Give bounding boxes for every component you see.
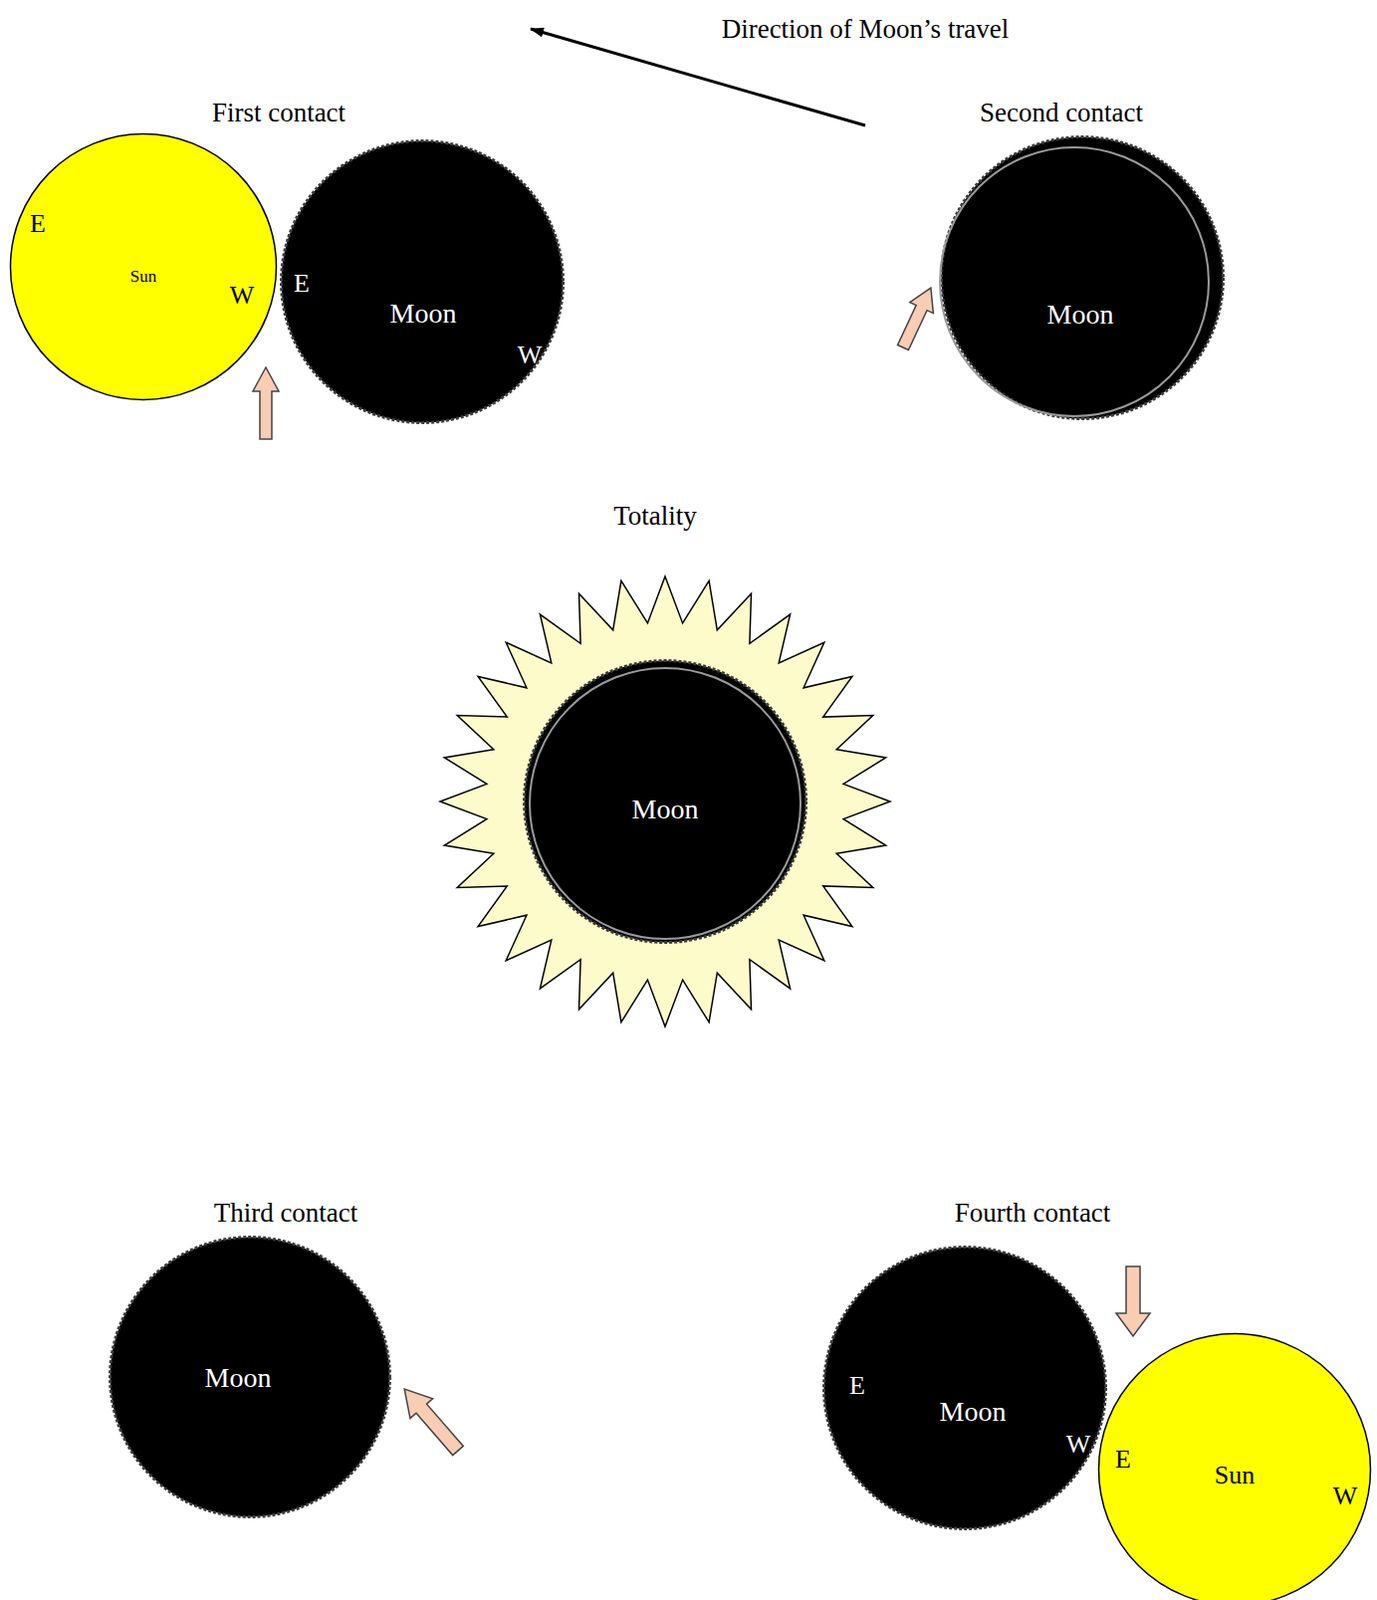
disc-label: W <box>229 282 255 309</box>
contact-pointer <box>393 1378 469 1461</box>
moon-disc: E MoonW <box>279 139 565 425</box>
sun-outline <box>529 668 801 939</box>
moon-disc-outline <box>279 139 565 425</box>
disc-label: Moon <box>632 795 699 824</box>
stage-title: Totality <box>613 502 697 530</box>
disc-shape <box>10 134 277 401</box>
sun-outline <box>939 147 1209 417</box>
stage-title: Fourth contact <box>954 1199 1112 1227</box>
moon-disc: Moon <box>522 659 808 944</box>
disc-label: Moon <box>1047 300 1115 329</box>
contact-pointer <box>252 367 279 440</box>
moon-disc: Moon <box>939 135 1225 421</box>
disc-label: W <box>517 342 543 369</box>
disc-label: E <box>29 211 46 237</box>
disc-label: Moon <box>939 1397 1007 1426</box>
moon-disc: Moon <box>108 1235 392 1519</box>
stage-title: First contact <box>212 99 346 127</box>
disc-shape <box>110 1237 391 1518</box>
disc-shape <box>824 1247 1107 1530</box>
disc-label: Sun <box>1214 1462 1255 1489</box>
corona <box>440 576 891 1027</box>
disc-label: E <box>293 270 310 297</box>
direction-label: Direction of Moon’s travel <box>721 15 1010 43</box>
sun-disc: E SunW <box>8 132 278 402</box>
contact-pointer <box>891 282 942 354</box>
disc-shape <box>281 141 564 424</box>
disc-label: E <box>1115 1446 1132 1473</box>
disc-shape <box>941 137 1224 420</box>
disc-label: E <box>849 1373 866 1399</box>
disc-shape <box>524 661 807 943</box>
contact-pointer <box>1116 1266 1150 1337</box>
travel-arrow <box>530 28 866 126</box>
disc-label: Sun <box>130 267 157 285</box>
disc-label: Moon <box>205 1364 272 1392</box>
stage-title: Second contact <box>979 99 1144 127</box>
disc-shape <box>1099 1334 1372 1600</box>
disc-label: W <box>1333 1483 1359 1510</box>
sun-disc: E SunW <box>1097 1332 1373 1600</box>
disc-label: Moon <box>390 299 458 328</box>
moon-disc: E MoonW <box>822 1245 1108 1531</box>
moon-disc-outline <box>939 135 1225 421</box>
disc-label: W <box>1066 1431 1092 1458</box>
stage-title: Third contact <box>214 1199 359 1227</box>
